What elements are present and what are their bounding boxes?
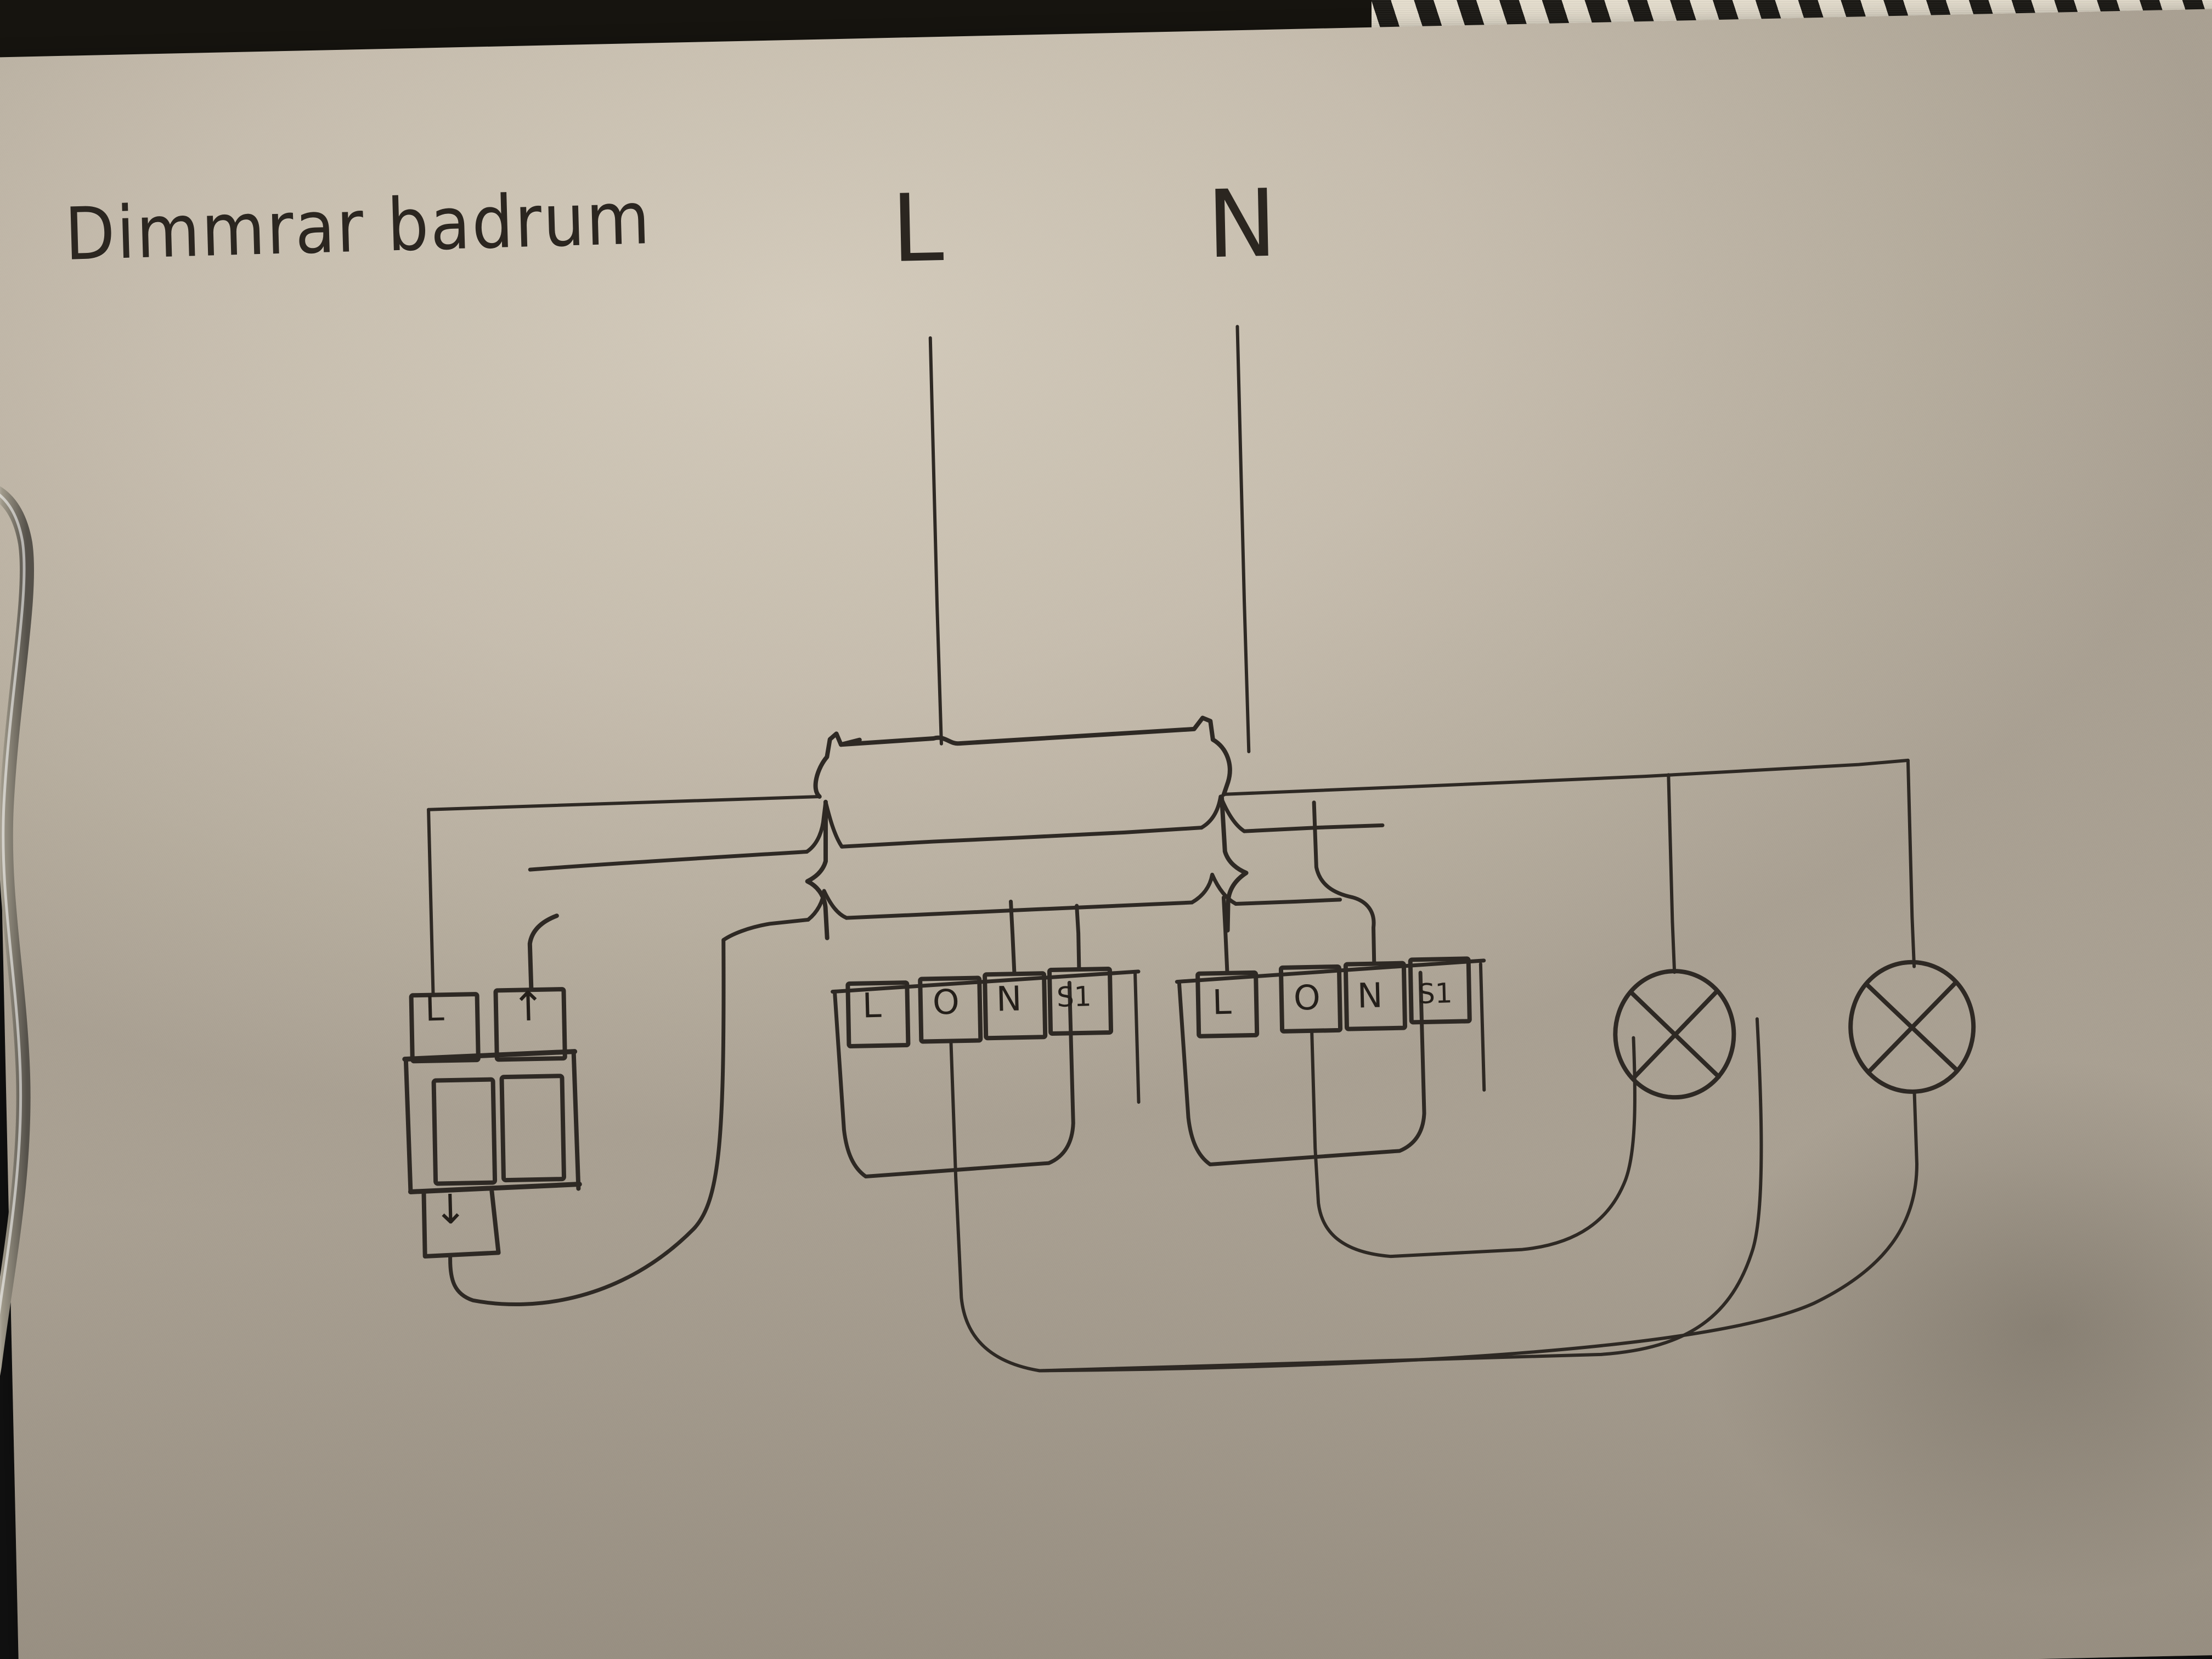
wire-switch-out-riser xyxy=(527,913,559,992)
wire-dimmer2-N-feed xyxy=(1312,800,1376,966)
dimmer1-right-edge xyxy=(1133,971,1141,1104)
wire-dimmer2-L-feed xyxy=(1221,895,1229,975)
dimmer1-terminal-box-L xyxy=(845,980,911,1049)
wire-L-bus-top xyxy=(838,715,1215,747)
dimmer1-terminal-box-N xyxy=(983,971,1048,1041)
wire-S1-bus-right xyxy=(1234,898,1342,906)
wire-L-bus-hop-left xyxy=(813,731,862,799)
wire-S1-bus-hop2 xyxy=(1190,872,1238,906)
wire-bracket-mid-right xyxy=(1219,794,1249,933)
dimmer1-terminal-box-O xyxy=(918,975,983,1044)
wire-S1-bus-mid xyxy=(844,900,1194,920)
wire-L-bus-right-drop xyxy=(1906,758,1916,968)
dimmer1-top-rail xyxy=(831,969,1141,994)
switch-body-left xyxy=(403,1057,413,1194)
wire-N-drop xyxy=(1235,325,1251,753)
switch-body-top xyxy=(402,1049,578,1062)
supply-line-label: L xyxy=(890,174,945,284)
diagram-title: Dimmrar badrum xyxy=(64,176,653,277)
dimmer2-terminal-box-L xyxy=(1195,970,1260,1039)
dimmer2-right-edge xyxy=(1479,962,1486,1092)
wire-L-bus-hop-right xyxy=(1210,737,1232,797)
wire-L-bus-right xyxy=(1222,758,1910,796)
wire-lamp1-feed xyxy=(1667,773,1677,974)
wire-lamp2-return xyxy=(1037,1090,1918,1373)
wire-L-bus-left xyxy=(427,795,821,811)
lamp1-circle xyxy=(1613,969,1736,1100)
wire-switch-in-out xyxy=(448,938,726,1307)
supply-neutral-label: N xyxy=(1205,169,1278,280)
switch-terminal-box-in xyxy=(421,1189,501,1259)
switch-body-right xyxy=(571,1049,581,1191)
wire-dimmer1-N-feed xyxy=(1008,899,1017,976)
switch-body-bottom xyxy=(408,1182,582,1194)
binder-clip xyxy=(0,466,49,1443)
switch-button-right xyxy=(499,1074,566,1183)
lamp2-cross-b xyxy=(1866,981,1957,1074)
dimmer2-outline xyxy=(1177,970,1426,1166)
lamp1-cross-b xyxy=(1630,989,1719,1081)
wire-S1-bus-hop xyxy=(806,889,849,922)
wire-S1-bus-left xyxy=(721,917,810,942)
dimmer2-terminal-box-S1 xyxy=(1408,956,1472,1025)
dimmer2-terminal-box-O xyxy=(1278,964,1343,1034)
dimmer2-top-rail xyxy=(1175,958,1486,984)
switch-button-left xyxy=(431,1077,498,1186)
wire-N-bus-mid xyxy=(840,826,1204,849)
wire-dimmer2-O-down xyxy=(1310,1029,1637,1259)
wire-dimmer1-S1-feed xyxy=(1075,904,1081,972)
switch-terminal-box-out xyxy=(493,987,567,1062)
wire-dimmer1-O-down xyxy=(949,1017,1763,1373)
wire-switch-L-up xyxy=(427,808,435,997)
dimmer1-outline xyxy=(833,980,1075,1179)
wire-L-drop xyxy=(928,336,943,746)
switch-terminal-box-L xyxy=(409,992,481,1064)
wire-N-bus-left xyxy=(528,849,809,872)
dimmer2-terminal-box-N xyxy=(1343,961,1407,1031)
